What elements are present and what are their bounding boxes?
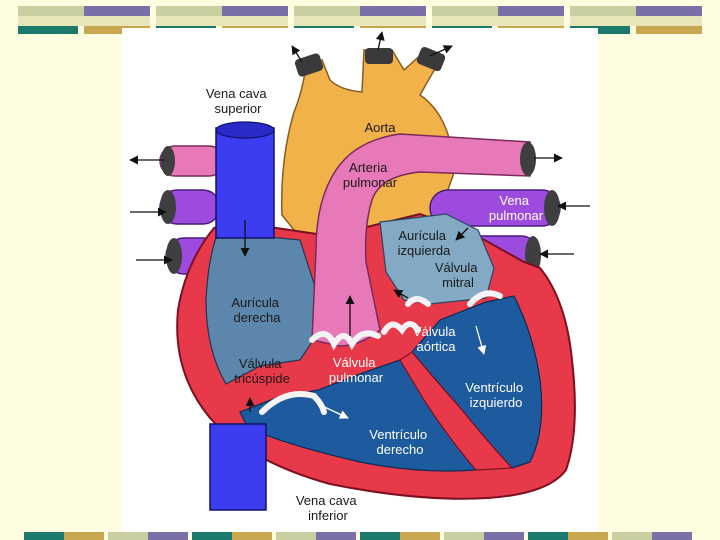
- border-block: [108, 532, 188, 540]
- border-block: [570, 6, 702, 34]
- left-atrium: [379, 213, 495, 305]
- tricuspid-valve: [259, 391, 327, 415]
- label-vena-cava-superior: Vena cava superior: [206, 86, 270, 116]
- label-auricula-izquierda: Aurícula izquierda: [398, 228, 452, 258]
- blood-flow-arrows: [129, 31, 590, 412]
- label-vena-cava-inferior: Vena cava inferior: [296, 493, 360, 523]
- label-arteria-pulmonar: Arteria pulmonar: [343, 160, 398, 190]
- label-valvula-mitral: Válvula mitral: [435, 260, 481, 290]
- border-block: [276, 532, 356, 540]
- inferior-vena-cava: [209, 423, 267, 511]
- interventricular-septum: [399, 351, 514, 471]
- label-auricula-derecha: Aurícula derecha: [231, 295, 282, 325]
- label-aorta: Aorta: [364, 120, 396, 135]
- ventricle-flow-arrows: [317, 325, 487, 419]
- border-block: [444, 532, 524, 540]
- mitral-valve: [405, 290, 503, 307]
- label-valvula-pulmonar: Válvula pulmonar: [329, 355, 384, 385]
- label-ventriculo-izquierdo: Ventrículo izquierdo: [465, 380, 526, 410]
- border-block: [24, 532, 104, 540]
- border-block: [528, 532, 608, 540]
- border-block: [18, 6, 150, 34]
- aorta-branch-mid: [365, 48, 393, 64]
- label-vena-pulmonar: Vena pulmonar: [489, 193, 544, 223]
- superior-vena-cava: [215, 127, 275, 239]
- label-valvula-aortica: Válvula aórtica: [413, 324, 459, 354]
- aortic-valve: [381, 321, 421, 336]
- label-ventriculo-derecho: Ventrículo derecho: [369, 427, 430, 457]
- border-block: [360, 532, 440, 540]
- border-block: [612, 532, 692, 540]
- aorta-branch-left: [294, 53, 324, 77]
- pulmonary-artery: [311, 133, 531, 347]
- label-valvula-tricuspide: Válvula tricúspide: [234, 356, 290, 386]
- border-block: [192, 532, 272, 540]
- right-atrium: [205, 231, 319, 385]
- pulmonary-valve: [309, 330, 381, 351]
